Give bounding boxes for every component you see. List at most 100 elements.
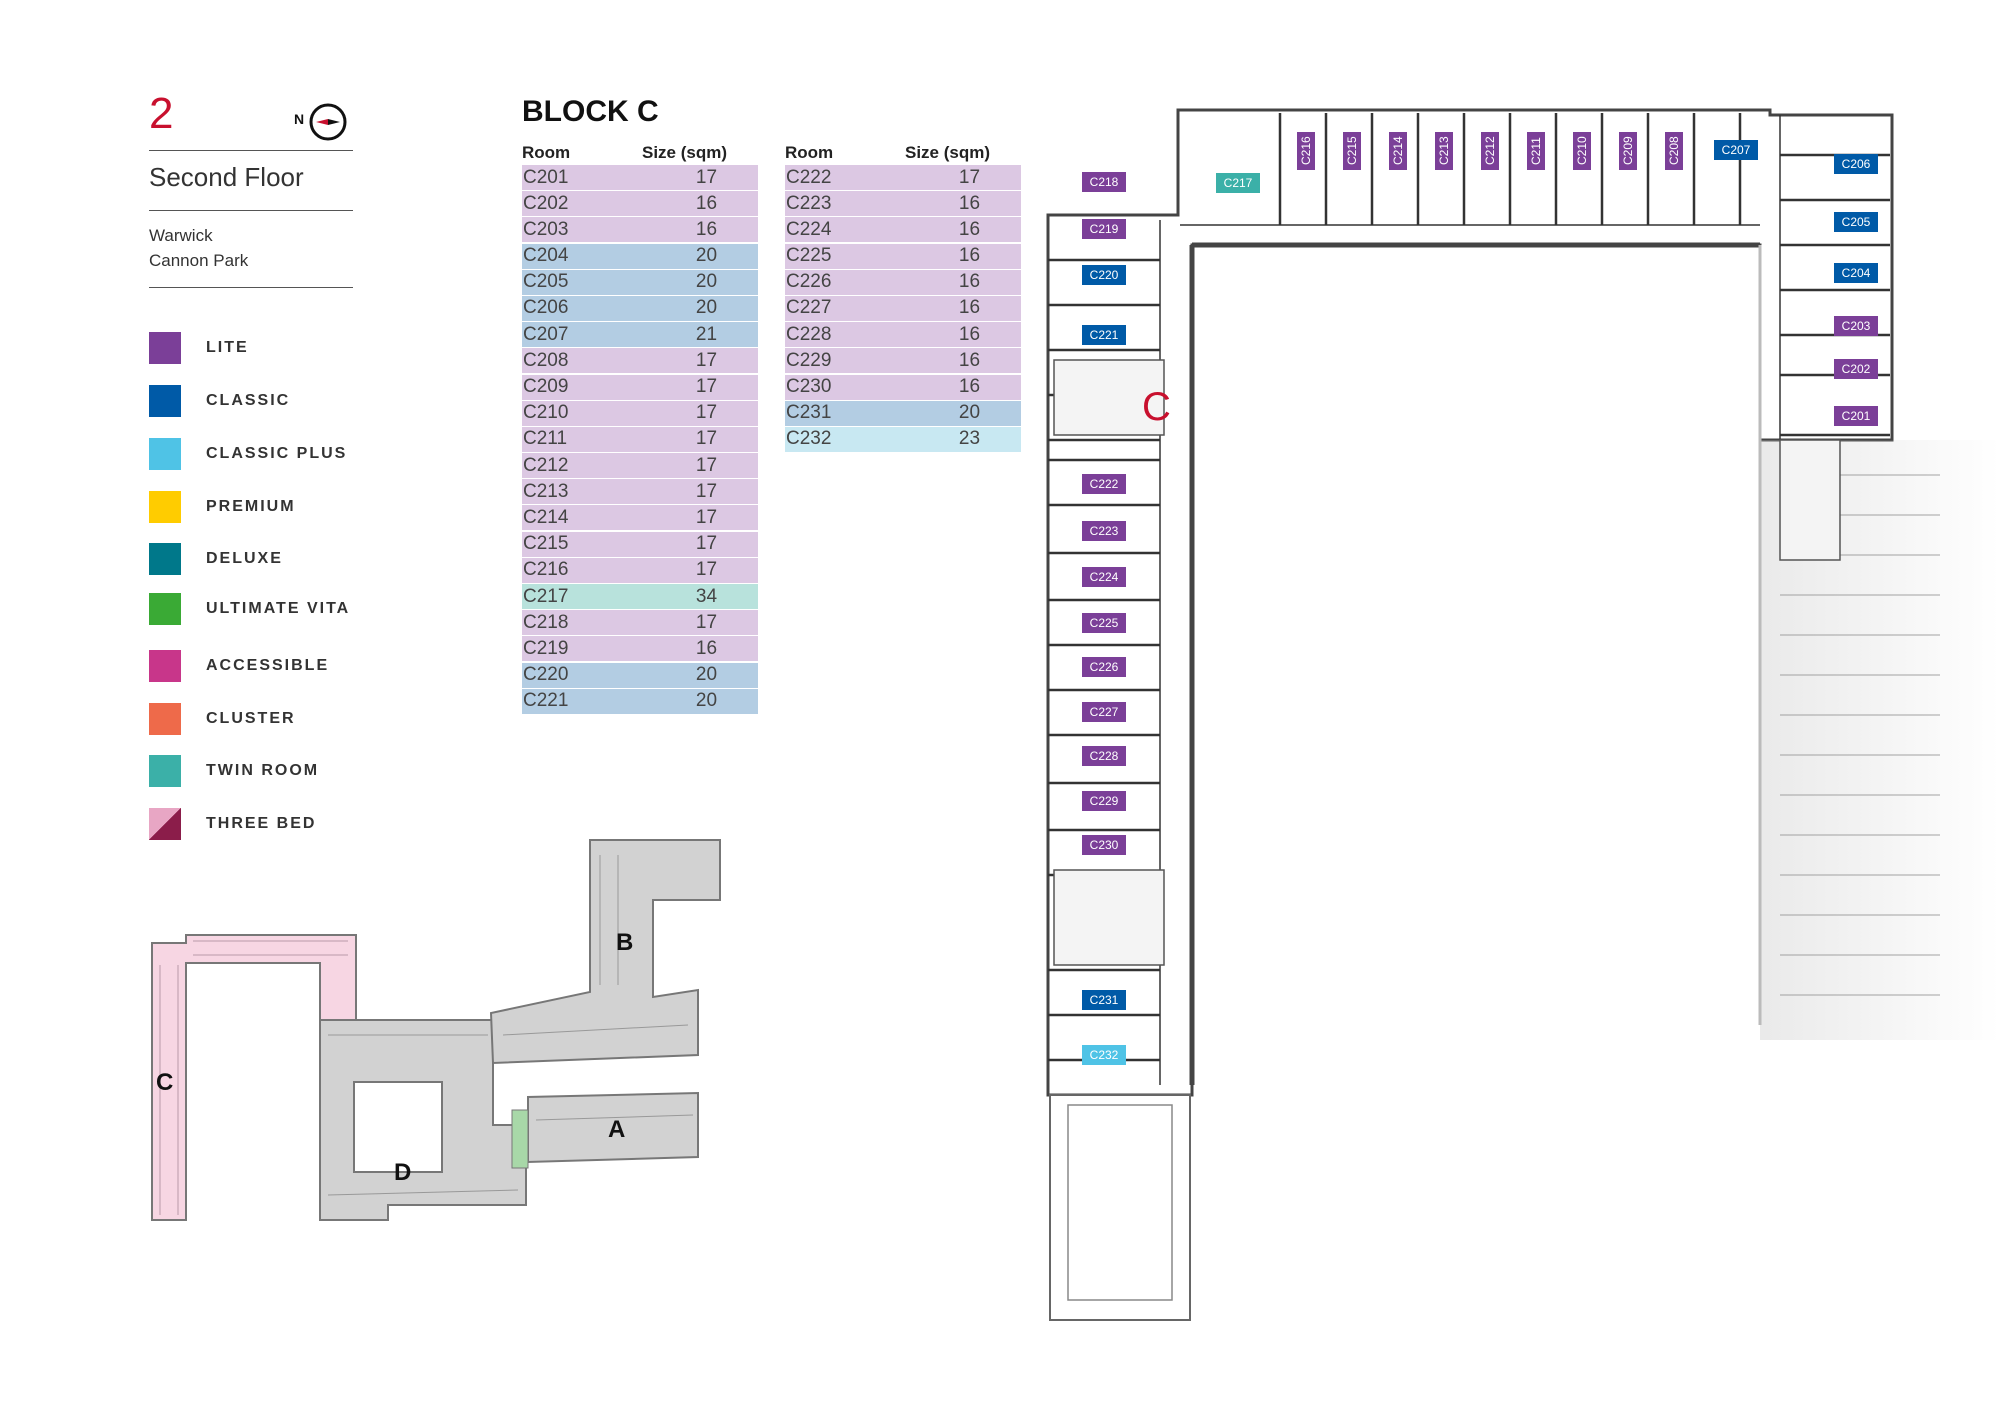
legend-swatch bbox=[149, 543, 181, 575]
legend-swatch bbox=[149, 593, 181, 625]
legend-label: ULTIMATE VITA bbox=[206, 600, 351, 617]
location-line: Warwick bbox=[149, 226, 213, 245]
room-label[interactable]: C223 bbox=[1082, 521, 1126, 541]
room-label[interactable]: C205 bbox=[1834, 212, 1878, 232]
room-label[interactable]: C218 bbox=[1082, 172, 1126, 192]
legend-label: TWIN ROOM bbox=[206, 762, 320, 779]
room-number: C215 bbox=[523, 533, 569, 555]
floor-plan: C bbox=[1040, 95, 2000, 1325]
room-label[interactable]: C208 bbox=[1665, 132, 1683, 170]
room-size: 17 bbox=[695, 559, 718, 581]
room-size: 34 bbox=[695, 585, 718, 607]
room-label[interactable]: C211 bbox=[1527, 132, 1545, 170]
table-row: C231 20 bbox=[785, 400, 1021, 426]
room-number: C212 bbox=[523, 454, 569, 476]
room-size: 17 bbox=[695, 376, 718, 397]
room-label[interactable]: C213 bbox=[1435, 132, 1453, 170]
room-number: C232 bbox=[786, 428, 832, 450]
legend-item: CLASSIC PLUS bbox=[149, 437, 347, 471]
room-label[interactable]: C216 bbox=[1297, 132, 1315, 170]
room-number: C218 bbox=[523, 611, 569, 633]
site-block-label-a: A bbox=[608, 1116, 625, 1143]
room-label[interactable]: C224 bbox=[1082, 567, 1126, 587]
room-number: C203 bbox=[523, 218, 569, 240]
room-size: 16 bbox=[695, 192, 718, 214]
legend-item: TWIN ROOM bbox=[149, 754, 319, 788]
room-number: C231 bbox=[786, 402, 832, 424]
legend-label: DELUXE bbox=[206, 550, 283, 567]
room-label[interactable]: C220 bbox=[1082, 265, 1126, 285]
room-label[interactable]: C203 bbox=[1834, 316, 1878, 336]
legend-swatch bbox=[149, 332, 181, 364]
legend-swatch bbox=[149, 808, 181, 840]
room-label[interactable]: C231 bbox=[1082, 990, 1126, 1010]
table-row: C207 21 bbox=[522, 322, 758, 348]
legend-item: ULTIMATE VITA bbox=[149, 592, 350, 626]
column-header-room: Room bbox=[785, 143, 834, 162]
room-label[interactable]: C217 bbox=[1216, 173, 1260, 193]
room-label[interactable]: C207 bbox=[1714, 140, 1758, 160]
room-number: C225 bbox=[786, 245, 832, 267]
legend-item: PREMIUM bbox=[149, 490, 296, 524]
legend-item: CLUSTER bbox=[149, 702, 296, 736]
legend-item: LITE bbox=[149, 331, 249, 365]
room-label[interactable]: C221 bbox=[1082, 325, 1126, 345]
room-label[interactable]: C230 bbox=[1082, 835, 1126, 855]
room-number: C214 bbox=[523, 506, 569, 528]
room-number: C222 bbox=[786, 166, 832, 188]
room-size: 16 bbox=[958, 349, 981, 371]
legend-item: DELUXE bbox=[149, 542, 283, 576]
room-label[interactable]: C228 bbox=[1082, 746, 1126, 766]
room-label[interactable]: C227 bbox=[1082, 702, 1126, 722]
room-size: 17 bbox=[695, 611, 718, 633]
room-label[interactable]: C204 bbox=[1834, 263, 1878, 283]
room-number: C201 bbox=[523, 166, 569, 188]
location-line: Cannon Park bbox=[149, 251, 249, 270]
room-label[interactable]: C210 bbox=[1573, 132, 1591, 170]
legend-swatch bbox=[149, 438, 181, 470]
site-block-b bbox=[489, 839, 721, 1065]
room-label[interactable]: C212 bbox=[1481, 132, 1499, 170]
room-label[interactable]: C225 bbox=[1082, 613, 1126, 633]
room-size: 16 bbox=[958, 218, 981, 240]
room-size: 16 bbox=[958, 297, 981, 319]
room-label[interactable]: C219 bbox=[1082, 219, 1126, 239]
room-size: 21 bbox=[695, 323, 718, 345]
room-label[interactable]: C201 bbox=[1834, 406, 1878, 426]
room-size: 17 bbox=[958, 166, 981, 188]
room-size: 20 bbox=[958, 402, 981, 424]
room-size: 17 bbox=[695, 506, 718, 528]
room-number: C211 bbox=[523, 428, 568, 450]
room-label[interactable]: C215 bbox=[1343, 132, 1361, 170]
room-label[interactable]: C206 bbox=[1834, 154, 1878, 174]
room-size: 16 bbox=[958, 192, 981, 214]
room-label[interactable]: C232 bbox=[1082, 1045, 1126, 1065]
site-block-label-b: B bbox=[616, 929, 633, 956]
compass-icon: N bbox=[294, 102, 348, 142]
room-label[interactable]: C222 bbox=[1082, 474, 1126, 494]
room-number: C229 bbox=[786, 349, 832, 371]
room-label[interactable]: C202 bbox=[1834, 359, 1878, 379]
room-label[interactable]: C229 bbox=[1082, 791, 1126, 811]
room-number: C223 bbox=[786, 192, 832, 214]
room-label[interactable]: C214 bbox=[1389, 132, 1407, 170]
column-header-room: Room bbox=[522, 143, 571, 162]
room-size: 16 bbox=[958, 376, 981, 397]
room-label[interactable]: C226 bbox=[1082, 657, 1126, 677]
room-number: C207 bbox=[523, 323, 569, 345]
room-size: 16 bbox=[958, 245, 981, 267]
site-block-label-d: D bbox=[394, 1159, 411, 1186]
room-label[interactable]: C209 bbox=[1619, 132, 1637, 170]
room-number: C219 bbox=[523, 637, 569, 659]
room-number: C221 bbox=[523, 690, 569, 712]
